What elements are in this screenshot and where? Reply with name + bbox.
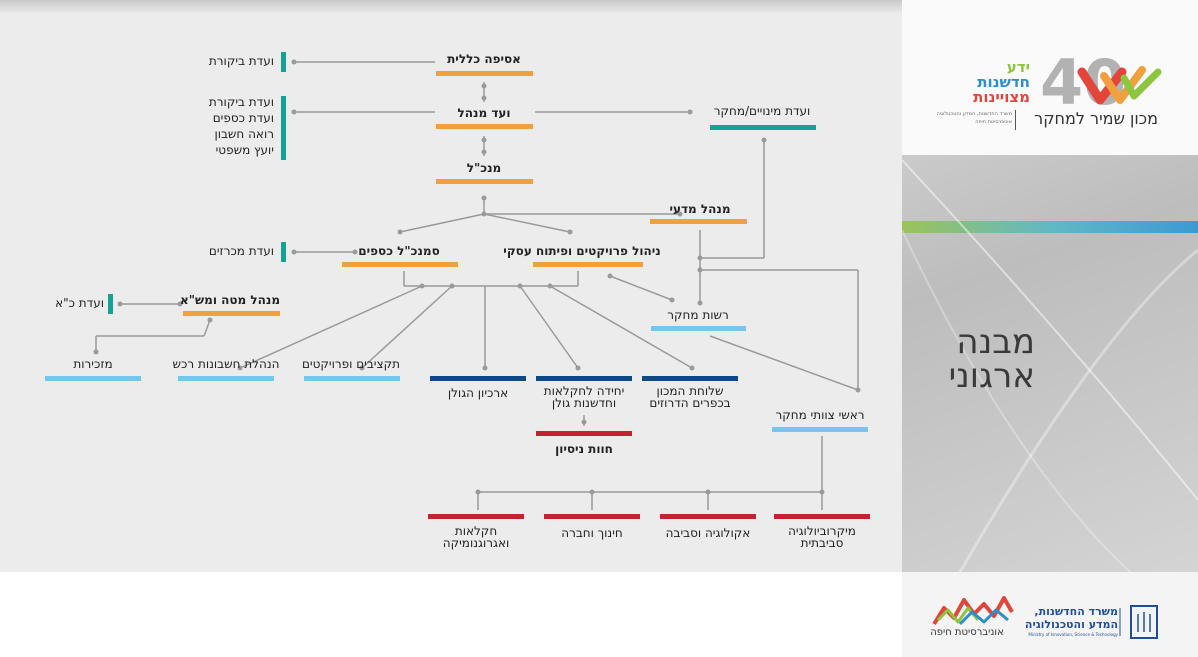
board-committee-4: יועץ משפטי bbox=[215, 143, 274, 157]
golan-archive-label: ארכיון הגולן bbox=[447, 386, 509, 400]
hr-committee-marker bbox=[108, 294, 113, 314]
general-assembly-label: אסיפה כללית bbox=[447, 52, 521, 66]
education-society-label: חינוך וחברה bbox=[561, 526, 623, 540]
agronomy-label-line2: ואגרוגנומיקה bbox=[442, 536, 510, 550]
tenders-committee-label: ועדת מכרזים bbox=[208, 244, 274, 258]
southern-branch-bar bbox=[642, 376, 738, 381]
deputy-finance-label: סמנכ"ל כספים bbox=[358, 244, 440, 258]
deputy-finance-bar bbox=[342, 262, 458, 267]
budgets-projects-label: תקציבים ופרויקטים bbox=[301, 357, 401, 371]
education-society-bar bbox=[544, 514, 640, 519]
property-accounting-bar bbox=[178, 376, 274, 381]
board-label: ועד מנהל bbox=[457, 106, 511, 120]
ministry-line-2: המדע והטכנולוגיה bbox=[1024, 618, 1118, 631]
board-committees-marker bbox=[281, 96, 286, 160]
logo-subtitle-2: אוניברסיטת חיפה bbox=[975, 119, 1012, 125]
ecology-environment-label: אקולוגיה וסביבה bbox=[665, 526, 751, 540]
logo-word-1: ידע bbox=[1006, 58, 1030, 76]
tenders-marker bbox=[281, 242, 286, 262]
slide-title: מבנה ארגוני bbox=[925, 325, 1035, 393]
research-authority-label: רשות מחקר bbox=[667, 308, 729, 322]
research-team-heads-label: ראשי צוותי מחקר bbox=[775, 408, 865, 422]
hq-manager-bar bbox=[183, 311, 280, 316]
project-management-label: ניהול פרויקטים ופיתוח עסקי bbox=[503, 244, 661, 258]
southern-branch-label-line1: שלוחת המכון bbox=[656, 384, 724, 398]
university-name: אוניברסיטת חיפה bbox=[930, 627, 1004, 638]
research-authority-bar bbox=[651, 326, 746, 331]
appointments-committee-label: ועדת מינויים/מחקר bbox=[713, 104, 811, 118]
ceo-label: מנכ"ל bbox=[466, 161, 502, 175]
microbiology-label-line1: מיקרוביולוגיה bbox=[788, 524, 856, 538]
logo-divider bbox=[1015, 110, 1016, 130]
ceo-bar bbox=[436, 179, 533, 184]
slide-title-line1: מבנה bbox=[956, 322, 1035, 362]
project-management-bar bbox=[533, 262, 643, 267]
audit-committee-label: ועדת ביקורת bbox=[208, 54, 274, 68]
org-connectors bbox=[93, 59, 861, 510]
experimental-farm-label: חוות ניסיון bbox=[555, 442, 613, 456]
top-shadow bbox=[0, 0, 902, 14]
logo-word-2: חדשנות bbox=[977, 73, 1030, 91]
property-accounting-label: הנהלת חשבונות רכש bbox=[172, 357, 280, 371]
slide-title-line2: ארגוני bbox=[948, 356, 1035, 396]
secretariat-label: מזכירות bbox=[73, 357, 113, 371]
agri-unit-label-line1: יחידה לחקלאות bbox=[543, 384, 625, 398]
audit-marker bbox=[281, 52, 286, 72]
institute-name: מכון שמיר למחקר bbox=[1034, 109, 1158, 128]
board-committee-1: ועדת ביקורת bbox=[208, 95, 274, 109]
ministry-english: Ministry of Innovation, Science & Techno… bbox=[1028, 632, 1118, 637]
scientific-director-label: מנהל מדעי bbox=[669, 202, 731, 216]
golan-archive-bar bbox=[430, 376, 526, 381]
logo-subtitle-1: משרד החדשנות, המדע והטכנולוגיה bbox=[936, 111, 1012, 117]
budgets-projects-bar bbox=[304, 376, 400, 381]
board-bar bbox=[436, 124, 533, 129]
accent-stripe bbox=[902, 221, 1198, 233]
agronomy-label-line1: חקלאות bbox=[454, 524, 498, 538]
experimental-farm-bar bbox=[536, 431, 632, 436]
agri-unit-bar bbox=[536, 376, 632, 381]
research-team-heads-bar bbox=[772, 427, 868, 432]
secretariat-bar bbox=[45, 376, 141, 381]
board-committee-2: ועדת כספים bbox=[212, 111, 274, 125]
microbiology-label-line2: סביבתית bbox=[800, 536, 844, 550]
logo-word-3: מצויינות bbox=[973, 88, 1030, 106]
agri-unit-label-line2: וחדשנות גולן bbox=[551, 396, 617, 410]
scientific-director-bar bbox=[650, 219, 747, 224]
hr-committee-label: ועדת כ"א bbox=[55, 296, 104, 310]
hq-manager-label: מנהל מטה ומש"א bbox=[180, 293, 280, 307]
general-assembly-bar bbox=[436, 71, 533, 76]
agronomy-bar bbox=[428, 514, 524, 519]
board-committee-3: רואה חשבון bbox=[214, 127, 274, 141]
southern-branch-label-line2: בכפרים הדרוזים bbox=[649, 396, 731, 410]
microbiology-bar bbox=[774, 514, 870, 519]
ecology-environment-bar bbox=[660, 514, 756, 519]
appointments-committee-bar bbox=[710, 125, 816, 130]
ministry-line-1: משרד החדשנות, bbox=[1034, 605, 1118, 618]
